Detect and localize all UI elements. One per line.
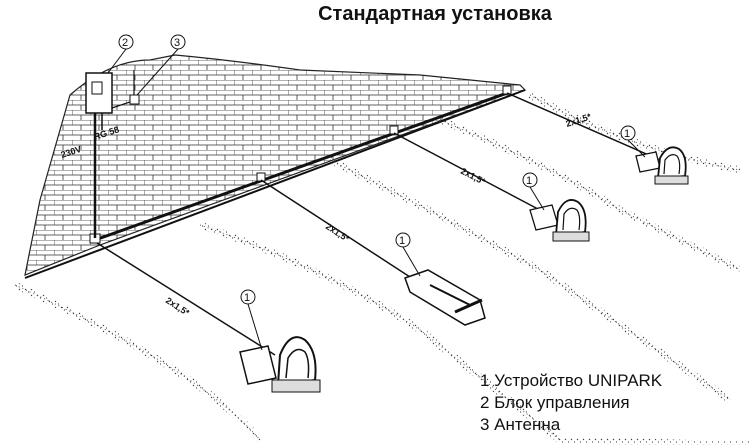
callout-antenna-number: 3 — [174, 37, 180, 49]
unipark-device-1 — [239, 336, 321, 393]
cable-label-1: 2x1,5* — [164, 295, 192, 318]
unipark-device-2 — [404, 269, 486, 326]
callout-device-3-number: 1 — [526, 175, 532, 187]
callout-device-3: 1 — [522, 172, 545, 211]
legend-item-device: 1 Устройство UNIPARK — [480, 371, 663, 390]
cables — [96, 92, 661, 356]
callout-device-4: 1 — [620, 125, 646, 158]
wall-conduit — [89, 85, 512, 244]
unipark-device-4 — [635, 146, 689, 185]
callout-device-1-number: 1 — [244, 292, 250, 304]
unipark-device-3 — [529, 199, 590, 242]
control-unit — [85, 72, 113, 238]
callout-device-2-number: 1 — [399, 235, 405, 247]
callout-antenna: 3 — [136, 34, 186, 96]
callout-device-2: 1 — [395, 232, 421, 277]
callout-control-unit-number: 2 — [122, 37, 128, 49]
diagram-title: Стандартная установка — [318, 3, 552, 25]
legend: 1 Устройство UNIPARK 2 Блок управления 3… — [480, 370, 662, 436]
callout-device-1: 1 — [240, 289, 263, 351]
legend-item-antenna: 3 Антенна — [480, 415, 561, 434]
callout-device-4-number: 1 — [624, 128, 630, 140]
cable-label-3: 2x1,5* — [459, 166, 487, 187]
callout-control-unit: 2 — [107, 34, 134, 74]
antenna — [111, 70, 140, 109]
legend-item-control-unit: 2 Блок управления — [480, 393, 630, 412]
cable-label-2: 2x1,5* — [324, 221, 352, 244]
ground-lines-dots — [14, 94, 741, 441]
